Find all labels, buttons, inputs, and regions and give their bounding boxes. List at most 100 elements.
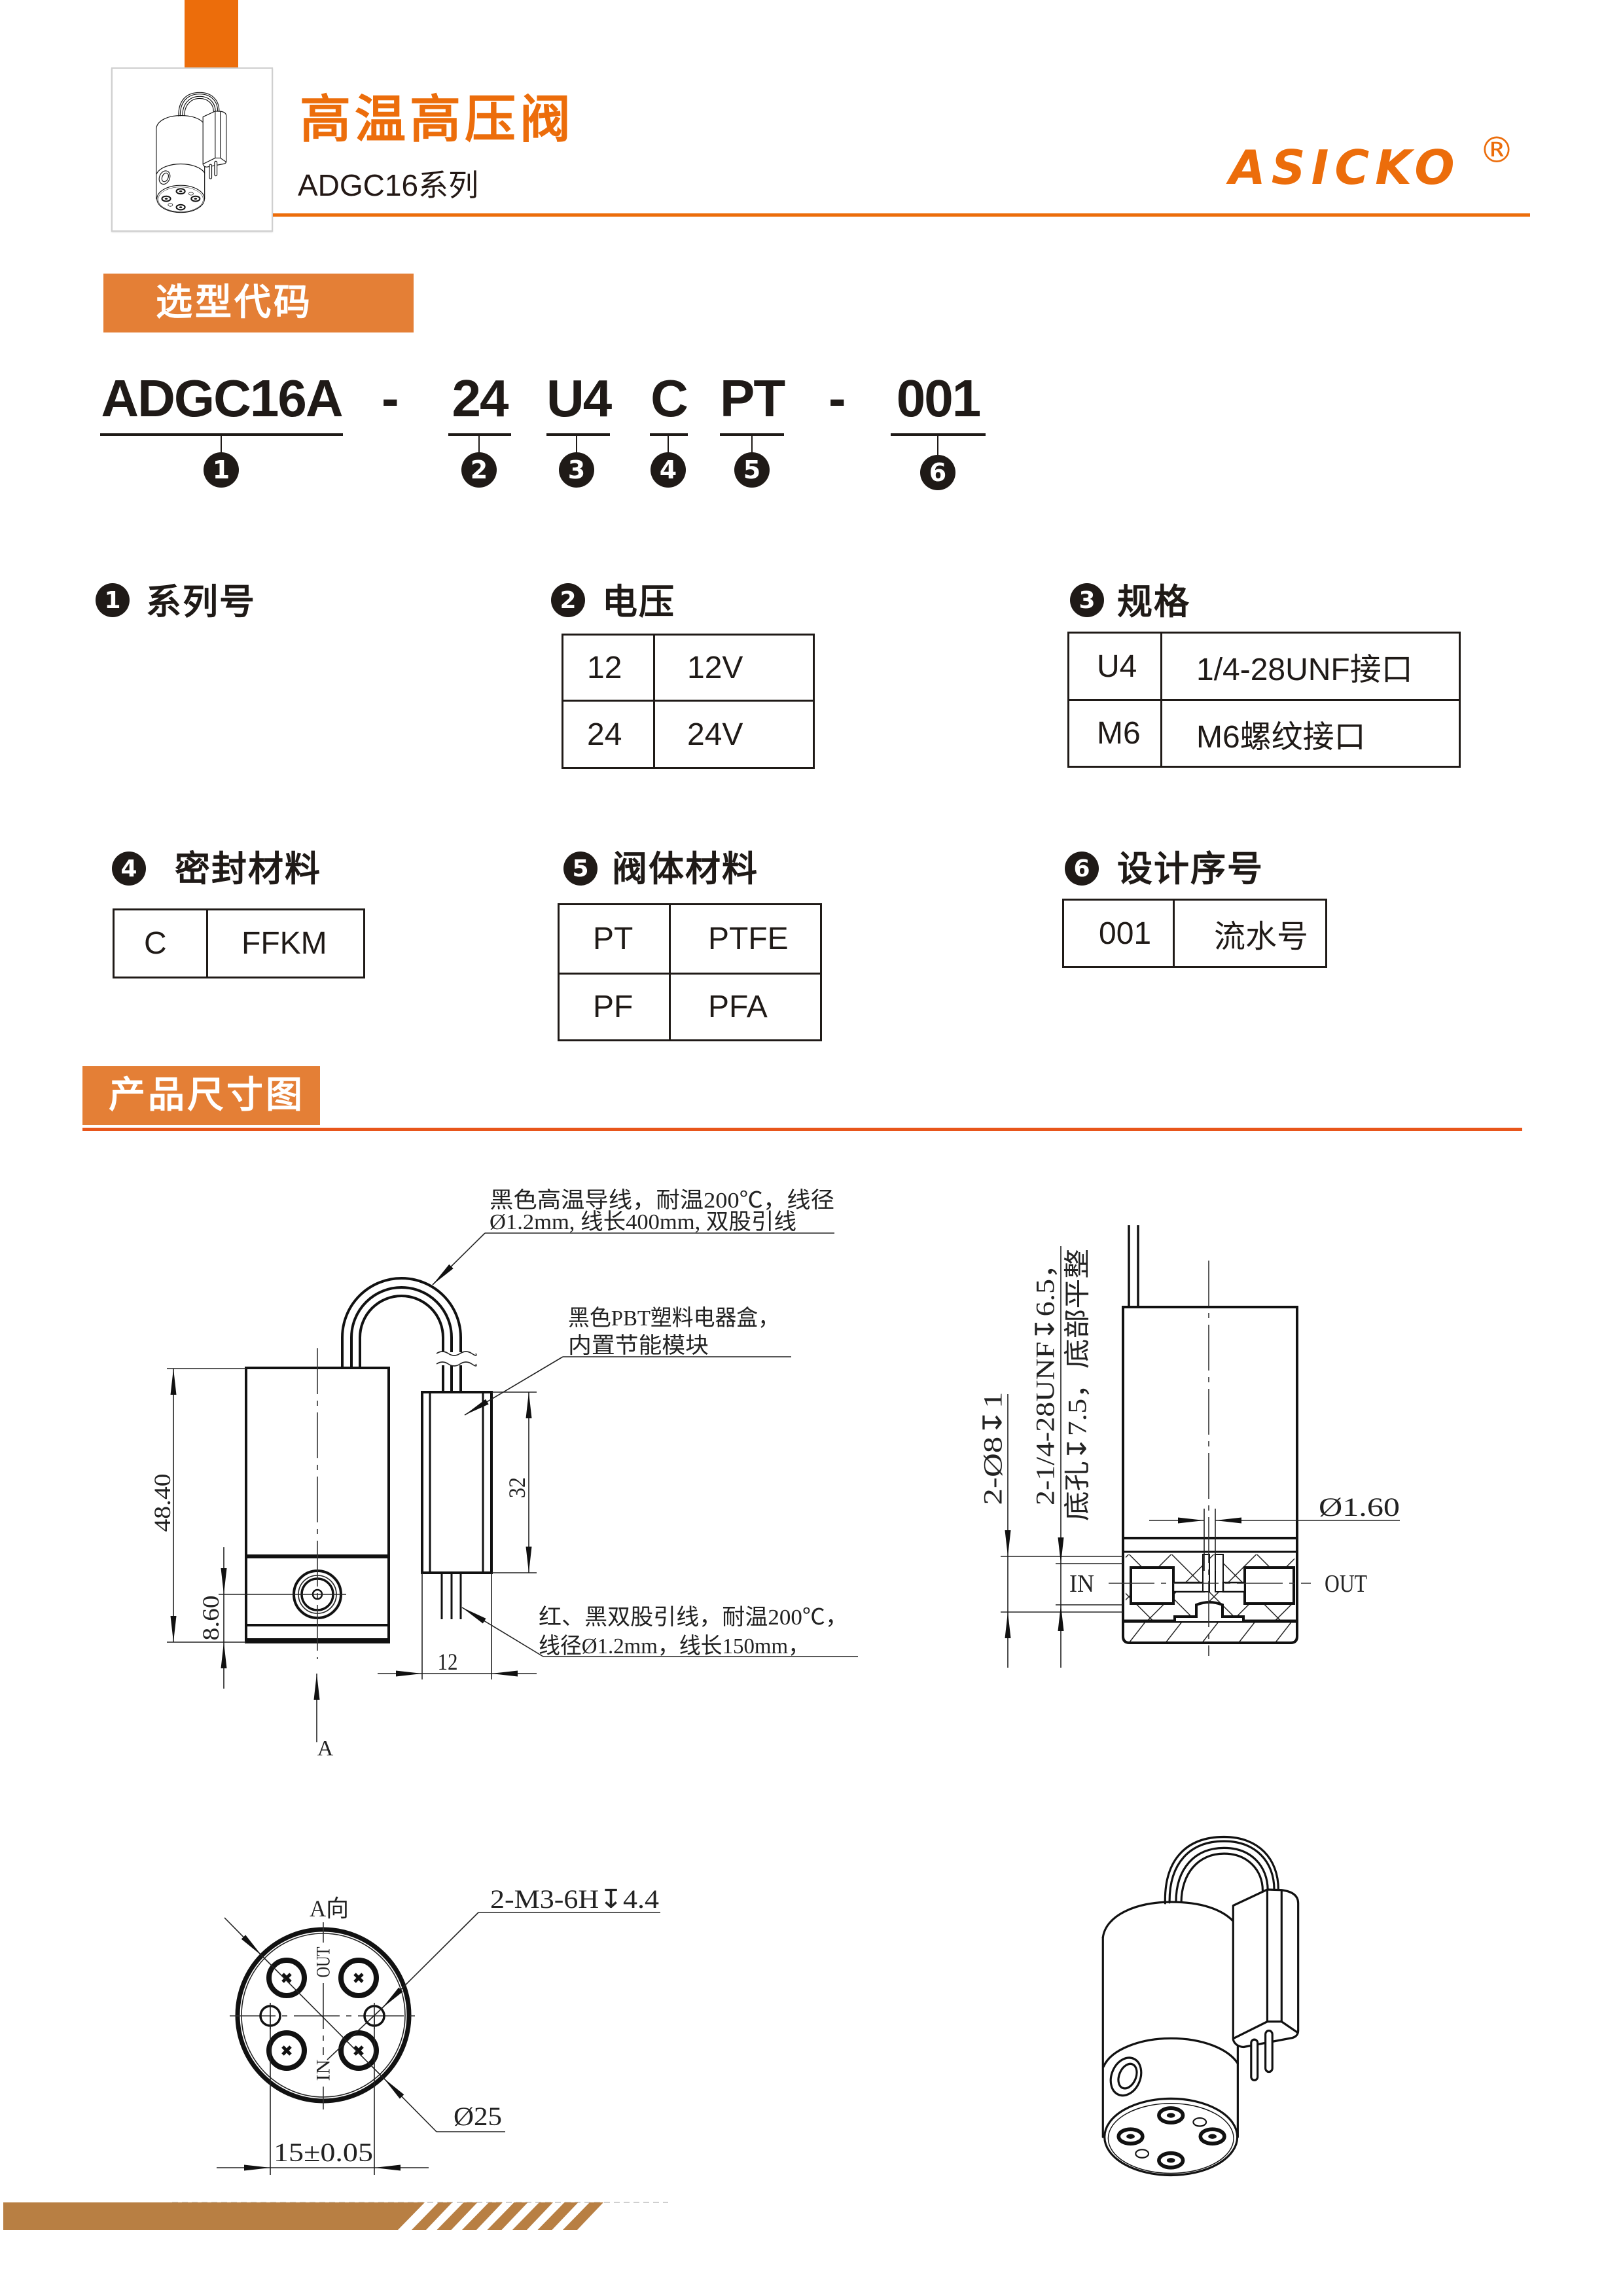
- table-row: 001 流水号: [1062, 899, 1327, 968]
- table-row: U4 1/4-28UNF接口: [1067, 632, 1461, 701]
- dim-orifice: Ø1.60: [1319, 1492, 1400, 1522]
- option-code: 001: [1062, 899, 1175, 968]
- code-part-body: PT: [720, 369, 785, 427]
- registered-mark-icon: ®: [1479, 130, 1514, 171]
- option-desc: 1/4-28UNF接口: [1160, 632, 1461, 701]
- option-code: PT: [558, 903, 671, 975]
- code-part-design: 001: [896, 369, 981, 427]
- design-table: 001 流水号: [1062, 899, 1327, 968]
- footer-stripe-bar: [3, 2202, 668, 2230]
- option-desc: 12V: [653, 634, 815, 702]
- option-badge-5: 5: [563, 852, 597, 886]
- outlet-port-cavity: [1243, 1566, 1295, 1605]
- lead-wire-note-line1: 黑色高温导线，耐温200℃，线径: [490, 1188, 834, 1213]
- dim-port-height: 8.60: [198, 1596, 224, 1641]
- table-row: C FFKM: [113, 908, 365, 978]
- voltage-table: 12 12V 24 24V: [562, 634, 815, 769]
- option-desc: PTFE: [669, 903, 822, 975]
- dim-counterbore: 2-Ø8↧1: [978, 1392, 1008, 1505]
- dim-port-spacing: 15±0.05: [274, 2138, 373, 2167]
- mount-thread-note: 2-M3-6H↧4.4: [490, 1884, 659, 1914]
- code-stem: [478, 436, 480, 453]
- header-divider: [273, 213, 1530, 217]
- code-stem: [576, 436, 577, 453]
- marker-badge-4: 4: [651, 452, 686, 488]
- code-stem: [668, 436, 669, 453]
- control-module-side: [421, 1391, 493, 1619]
- section-view-drawing: Ø1.60 IN OUT 2-Ø8↧1 2-1/4-28UNF↧6.5， 底孔↧…: [978, 1225, 1400, 1668]
- option-desc: 24V: [653, 700, 815, 769]
- pin-lead-note-line1: 红、黑双股引线，耐温200℃，: [539, 1605, 848, 1630]
- code-underline: [100, 433, 343, 436]
- valve-body-side: [219, 1348, 390, 1659]
- bottom-outlet-label: OUT: [313, 1947, 334, 1978]
- marker-badge-6: 6: [920, 455, 955, 490]
- lead-wire-note-line2: Ø1.2mm, 线长400mm, 双股引线: [490, 1210, 796, 1234]
- bottom-inlet-label: IN: [313, 2060, 334, 2081]
- spec-table: U4 1/4-28UNF接口 M6 M6螺纹接口: [1067, 632, 1461, 768]
- dim-module-width: 12: [438, 1649, 458, 1675]
- option-title-seal: 密封材料: [175, 848, 321, 889]
- table-row: 12 12V: [562, 634, 815, 702]
- page-title: 高温高压阀: [300, 90, 575, 149]
- table-row: 24 24V: [562, 700, 815, 769]
- side-view-drawing: 黑色高温导线，耐温200℃，线径 Ø1.2mm, 线长400mm, 双股引线 黑…: [149, 1188, 858, 1761]
- dim-diameter: Ø25: [454, 2102, 502, 2131]
- dim-overall-height: 48.40: [149, 1474, 175, 1532]
- option-code: 12: [562, 634, 655, 702]
- product-thumbnail: [111, 67, 273, 232]
- header-accent-bar: [185, 0, 238, 67]
- marker-badge-3: 3: [559, 452, 594, 488]
- lead-wire-loop: [341, 1277, 462, 1392]
- code-underline: [546, 433, 610, 436]
- port-thread-note-line2: 底孔↧7.5，底部平整: [1063, 1249, 1092, 1521]
- section-label-model-code: 选型代码: [103, 274, 414, 332]
- mounting-bolt-icons: [266, 1958, 379, 2071]
- option-badge-2: 2: [551, 583, 585, 617]
- option-title-voltage: 电压: [602, 581, 675, 622]
- series-name: ADGC16系列: [298, 168, 479, 202]
- option-badge-4: 4: [112, 852, 146, 886]
- dim-module-height: 32: [504, 1477, 530, 1498]
- code-part-series: ADGC16A: [101, 369, 343, 427]
- marker-badge-5: 5: [734, 452, 770, 488]
- pin-lead-note-line2: 线径Ø1.2mm，线长150mm，: [539, 1634, 810, 1659]
- marker-badge-2: 2: [461, 452, 497, 488]
- section-label-dimensions: 产品尺寸图: [82, 1066, 320, 1125]
- code-stem: [751, 436, 753, 453]
- option-code: 24: [562, 700, 655, 769]
- module-note-line2: 内置节能模块: [568, 1333, 709, 1358]
- outlet-label: OUT: [1325, 1570, 1367, 1598]
- bottom-view-drawing: A向 OUT IN 2-M3-6H↧4.4: [217, 1884, 660, 2175]
- table-row: PF PFA: [558, 973, 822, 1041]
- option-desc: M6螺纹接口: [1160, 699, 1461, 768]
- code-separator: -: [829, 369, 846, 427]
- port-thread-note-line1: 2-1/4-28UNF↧6.5，: [1031, 1249, 1060, 1505]
- option-code: M6: [1067, 699, 1162, 768]
- module-note-line1: 黑色PBT塑料电器盒，: [568, 1306, 779, 1331]
- brand-logo: ASICKO: [1229, 140, 1461, 195]
- table-row: M6 M6螺纹接口: [1067, 699, 1461, 768]
- code-separator: -: [382, 369, 399, 427]
- code-underline: [891, 433, 986, 436]
- option-badge-3: 3: [1070, 583, 1104, 617]
- code-underline: [720, 433, 784, 436]
- option-code: C: [113, 908, 208, 978]
- code-underline: [650, 433, 688, 436]
- code-part-spec: U4: [546, 369, 612, 427]
- option-badge-6: 6: [1065, 852, 1099, 886]
- seal-table: C FFKM: [113, 908, 365, 978]
- inlet-port-cavity: [1130, 1566, 1175, 1605]
- option-desc: FFKM: [206, 908, 365, 978]
- bottom-view-title: A向: [310, 1895, 349, 1922]
- option-code: PF: [558, 973, 671, 1041]
- marker-badge-1: 1: [204, 452, 239, 488]
- table-row: PT PTFE: [558, 903, 822, 975]
- code-part-seal: C: [651, 369, 688, 427]
- body-material-table: PT PTFE PF PFA: [558, 903, 822, 1041]
- option-badge-1: 1: [96, 583, 130, 617]
- option-code: U4: [1067, 632, 1162, 701]
- valve-product-illustration: [1103, 1837, 1298, 2176]
